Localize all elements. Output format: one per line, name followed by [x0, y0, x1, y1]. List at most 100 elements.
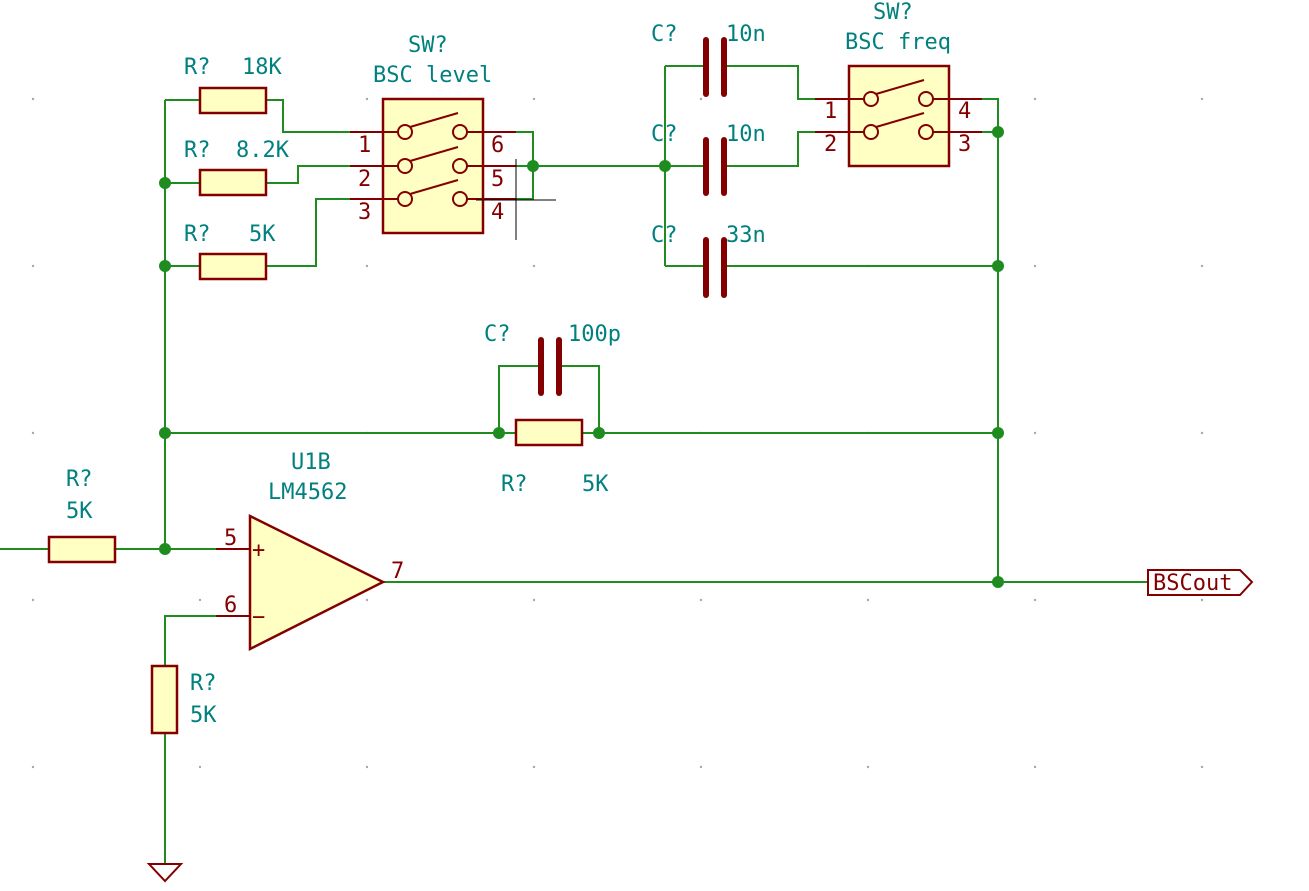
junction-dot: [527, 160, 539, 172]
switch-pin-number: 6: [491, 133, 504, 158]
switch-contact: [863, 124, 879, 140]
wire-minus: [164, 615, 216, 666]
switch-contact: [918, 124, 934, 140]
junction-dot: [992, 260, 1004, 272]
resistor-ground[interactable]: R? 5K: [150, 664, 217, 735]
grid-dot: [699, 765, 703, 769]
resistor-ref: R?: [66, 467, 93, 492]
capacitor-10n-b[interactable]: C? 10n: [651, 122, 766, 196]
switch-contact: [863, 91, 879, 107]
switch-contact: [397, 158, 413, 174]
junction-dot: [159, 543, 171, 555]
resistor-value: 5K: [190, 703, 217, 728]
switch-contact: [452, 158, 468, 174]
resistor-18k[interactable]: R? 18K: [184, 55, 282, 115]
junction-dot: [992, 576, 1004, 588]
grid-dot: [1033, 97, 1037, 101]
grid-dot: [1033, 431, 1037, 435]
switch-lever: [875, 79, 925, 95]
grid-dot: [365, 765, 369, 769]
switch-pin-number: 1: [824, 99, 837, 124]
resistor-value: 18K: [242, 55, 282, 80]
resistor-ref: R?: [501, 472, 528, 497]
resistor-value: 8.2K: [236, 138, 290, 163]
resistor-body: [198, 252, 268, 281]
opamp-ref: U1B: [291, 450, 331, 475]
grid-dot: [1200, 264, 1204, 268]
grid-dot: [1033, 264, 1037, 268]
wire-c100p: [498, 365, 541, 433]
switch-lever: [875, 112, 925, 128]
resistor-feedback[interactable]: R? 5K: [501, 418, 609, 497]
capacitor-ref: C?: [651, 22, 678, 47]
resistor-ref: R?: [184, 55, 211, 80]
grid-dot: [699, 598, 703, 602]
switch-value: BSC freq: [845, 30, 951, 55]
opamp-plus-sign: +: [252, 538, 265, 563]
switch-body: [847, 64, 951, 168]
opamp-u1b[interactable]: + − 5 6 7 U1B LM4562: [216, 450, 404, 652]
switch-pin-number: 4: [958, 99, 971, 124]
wire-r18k-sw1: [266, 99, 350, 133]
resistor-body: [47, 535, 117, 564]
grid-dot: [532, 264, 536, 268]
junction-dot: [992, 427, 1004, 439]
resistor-input[interactable]: R? 5K: [47, 467, 117, 564]
switch-contact: [918, 91, 934, 107]
resistor-body: [514, 418, 584, 447]
junction-dot: [159, 260, 171, 272]
resistor-ref: R?: [184, 222, 211, 247]
junction-dot: [159, 177, 171, 189]
grid-dot: [1033, 765, 1037, 769]
grid-dot: [532, 598, 536, 602]
capacitor-ref: C?: [651, 122, 678, 147]
label-text: BSCout: [1153, 571, 1232, 596]
grid-dot: [31, 765, 35, 769]
resistor-body: [150, 664, 179, 735]
switch-contact: [452, 191, 468, 207]
grid-dot: [699, 97, 703, 101]
switch-pin-number: 1: [358, 133, 371, 158]
resistor-8k2[interactable]: R? 8.2K: [184, 138, 290, 197]
grid-dot: [365, 97, 369, 101]
junction-dot: [992, 126, 1004, 138]
grid-dot: [532, 765, 536, 769]
grid-dot: [31, 598, 35, 602]
switch-ref: SW?: [873, 0, 913, 25]
switch-bsc-level[interactable]: 1 2 3 6 5 4 SW? BSC level: [350, 33, 516, 235]
label-outline: [1147, 569, 1254, 596]
resistor-value: 5K: [249, 222, 276, 247]
capacitor-value: 33n: [726, 223, 766, 248]
resistor-5k-level[interactable]: R? 5K: [184, 222, 276, 281]
switch-pin-number: 3: [358, 200, 371, 225]
capacitor-ref: C?: [651, 223, 678, 248]
capacitor-100p[interactable]: C? 100p: [484, 322, 621, 396]
switch-contact: [397, 124, 413, 140]
capacitor-ref: C?: [484, 322, 511, 347]
ground-triangle: [146, 863, 184, 883]
opamp-pin-number: 5: [224, 526, 237, 551]
switch-ref: SW?: [408, 33, 448, 58]
junction-dot: [493, 427, 505, 439]
junction-dot: [159, 427, 171, 439]
grid-dot: [866, 598, 870, 602]
grid-dot: [866, 765, 870, 769]
junction-dot: [593, 427, 605, 439]
opamp-triangle: [248, 513, 386, 652]
switch-lever: [409, 146, 459, 162]
opamp-pin-number: 7: [391, 559, 404, 584]
resistor-body: [198, 86, 268, 115]
wire-c100p-right: [559, 365, 600, 433]
switch-pin-number: 2: [358, 167, 371, 192]
capacitor-10n-a[interactable]: C? 10n: [651, 22, 766, 97]
switch-bsc-freq[interactable]: 1 2 4 3 SW? BSC freq: [815, 0, 982, 168]
grid-dot: [532, 97, 536, 101]
grid-dot: [1200, 97, 1204, 101]
wires: [0, 65, 1148, 864]
capacitor-33n[interactable]: C? 33n: [651, 223, 766, 298]
switch-pin-number: 3: [958, 132, 971, 157]
output-label-bscout[interactable]: BSCout: [1147, 569, 1254, 596]
switch-value: BSC level: [373, 63, 492, 88]
junction-dot: [659, 160, 671, 172]
